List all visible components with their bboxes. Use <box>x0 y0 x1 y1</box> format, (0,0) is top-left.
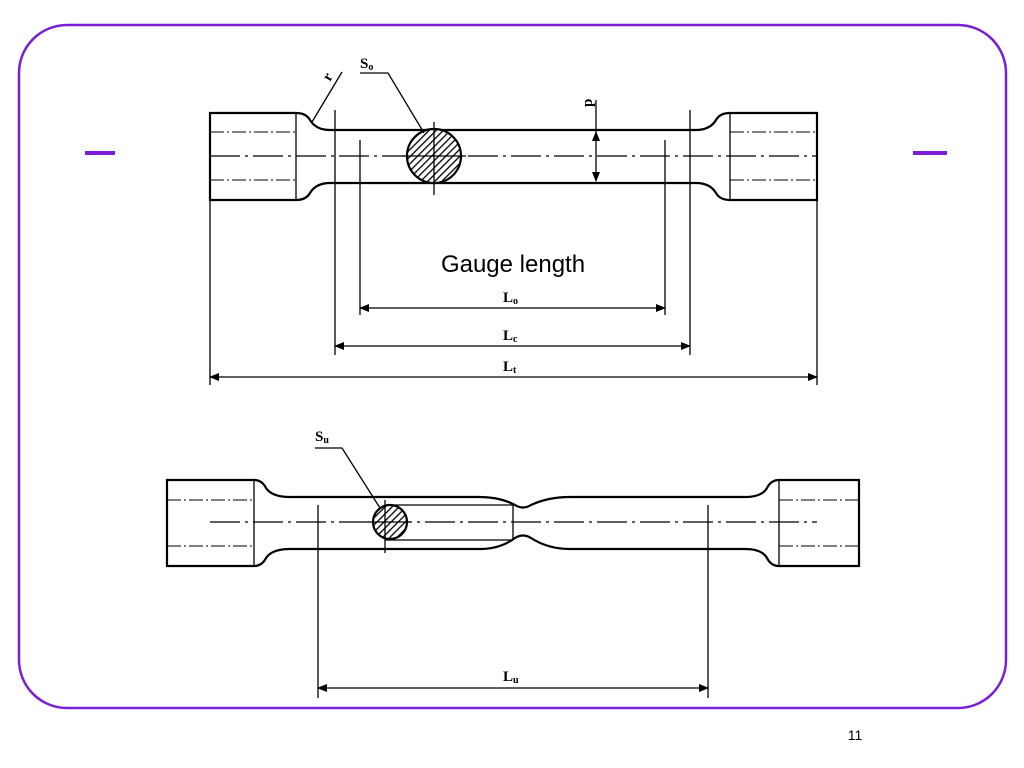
dim-label-lt: Lt <box>503 359 517 376</box>
so-label: So <box>360 56 373 73</box>
radius-label: r <box>320 70 337 84</box>
bottom-specimen-outline <box>165 478 861 568</box>
right-accent-bar <box>913 151 947 155</box>
gauge-length-caption: Gauge length <box>441 251 585 278</box>
su-label: Su <box>315 429 329 446</box>
su-leader <box>315 447 381 509</box>
bottom-specimen: Lu Su <box>165 429 861 698</box>
page-number: 11 <box>848 727 863 743</box>
top-specimen: p r So Gauge length Lo Lc Lt <box>208 56 819 385</box>
dim-label-lu: Lu <box>503 669 519 686</box>
so-leader <box>360 72 425 134</box>
dim-label-lo: Lo <box>503 290 518 307</box>
diameter-label: p <box>580 99 596 107</box>
left-accent-bar <box>85 151 115 155</box>
slide-frame <box>17 23 1008 710</box>
dim-label-lc: Lc <box>503 328 518 345</box>
radius-leader <box>311 71 343 123</box>
